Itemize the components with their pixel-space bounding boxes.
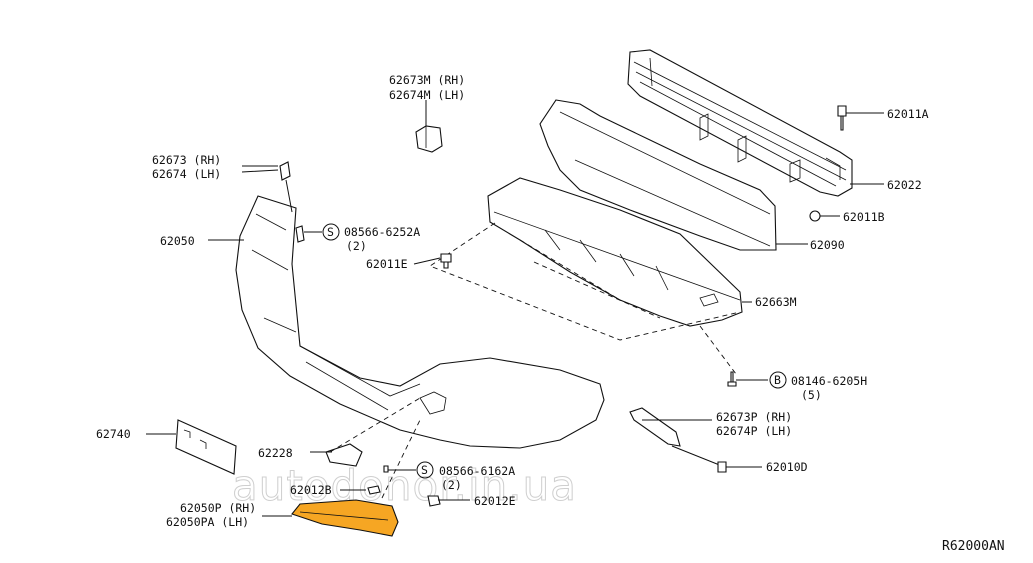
label-62740: 62740: [96, 427, 131, 441]
label-08566-6252a-qty: (2): [346, 239, 367, 253]
dashed-guide-undercover: [429, 222, 741, 341]
bracket-62673p: [629, 407, 723, 467]
dashed-guide-bolt: [699, 325, 737, 375]
label-08566-6252a: 08566-6252A: [344, 225, 420, 239]
clip-62011b: [809, 210, 821, 222]
screw-08566-6252a: [295, 225, 305, 243]
screw-symbol-b: S: [416, 461, 434, 479]
label-62011b: 62011B: [843, 210, 885, 224]
screw-08566-6162a: [383, 465, 389, 473]
label-62673-rh: 62673 (RH): [152, 153, 221, 167]
reinforcement-beam-62022: [627, 49, 853, 197]
svg-text:B: B: [774, 373, 781, 387]
bumper-fascia-62050: [235, 195, 605, 449]
dashed-guide-corner: [381, 419, 421, 499]
label-08566-6162a-qty: (2): [441, 478, 462, 492]
cover-62228: [325, 443, 363, 467]
watermark-text: autodonor.in.ua: [232, 461, 577, 510]
clip-62012e: [427, 495, 441, 507]
bracket-62673: [279, 161, 293, 213]
label-62090: 62090: [810, 238, 845, 252]
label-62674p-lh: 62674P (LH): [716, 424, 792, 438]
label-08146-6205h-qty: (5): [801, 388, 822, 402]
bolt-62011a: [837, 105, 847, 131]
undercover-62663m: [487, 177, 743, 327]
label-62050pa-lh: 62050PA (LH): [166, 515, 249, 529]
label-62050: 62050: [160, 234, 195, 248]
svg-text:S: S: [421, 463, 428, 477]
license-bracket-62740: [175, 419, 237, 475]
svg-text:S: S: [327, 225, 334, 239]
label-62228: 62228: [258, 446, 293, 460]
label-62050p-rh: 62050P (RH): [180, 501, 256, 515]
label-08566-6162a: 08566-6162A: [439, 464, 515, 478]
label-62674-lh: 62674 (LH): [152, 167, 221, 181]
screw-symbol-a: S: [322, 223, 340, 241]
energy-absorber-62090: [539, 99, 777, 251]
leader-lines: [146, 100, 884, 517]
label-62674m-lh: 62674M (LH): [389, 88, 465, 102]
bolt-symbol: B: [769, 371, 787, 389]
label-62012b: 62012B: [290, 483, 332, 497]
label-62022: 62022: [887, 178, 922, 192]
label-62011e: 62011E: [366, 257, 408, 271]
label-08146-6205h: 08146-6205H: [791, 374, 867, 388]
bracket-62673m: [415, 125, 443, 153]
label-62673p-rh: 62673P (RH): [716, 410, 792, 424]
dashed-guide-undercover-2: [519, 239, 661, 319]
clip-62012b: [367, 485, 381, 495]
label-62673m-rh: 62673M (RH): [389, 73, 465, 87]
label-62012e: 62012E: [474, 494, 516, 508]
label-62011a: 62011A: [887, 107, 929, 121]
clip-62011e: [440, 253, 452, 269]
corner-trim-62050p: [291, 499, 399, 537]
label-62663m: 62663M: [755, 295, 797, 309]
clip-62010d: [717, 461, 727, 473]
bolt-08146-6205h: [727, 371, 737, 387]
reference-code: R62000AN: [942, 539, 1005, 554]
label-62010d: 62010D: [766, 460, 808, 474]
